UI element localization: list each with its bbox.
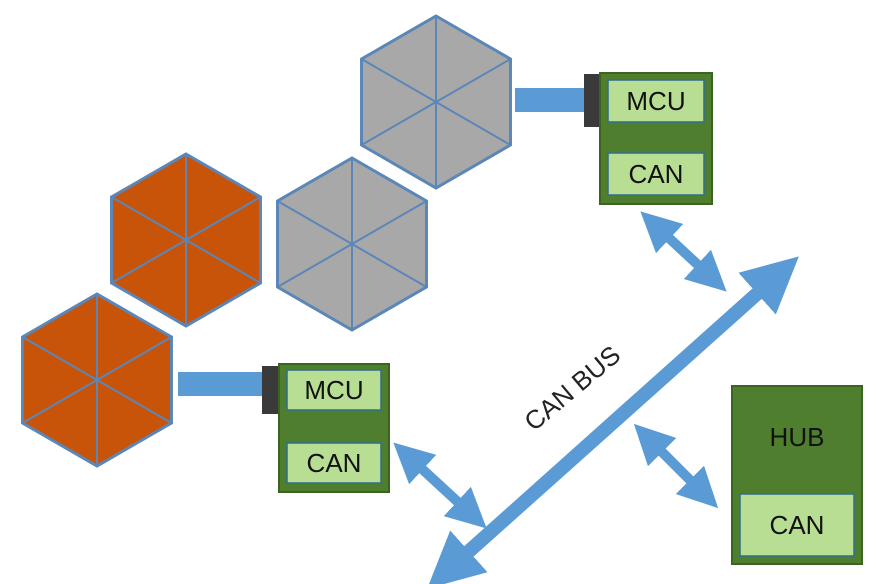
hub-module: HUB CAN	[731, 385, 863, 565]
hexagon-spoke	[277, 243, 353, 288]
top-can-label: CAN	[629, 159, 684, 189]
bottom-can-box	[286, 442, 382, 484]
can-bus-arrow	[427, 256, 799, 584]
hexagon-spoke	[96, 379, 172, 424]
hexagon-spoke	[351, 243, 427, 288]
hexagon-spoke	[111, 239, 187, 284]
hub-title: HUB	[770, 422, 825, 452]
hexagon-spoke	[277, 200, 353, 245]
hub-can-label: CAN	[770, 510, 825, 540]
top-mcu-label: MCU	[626, 86, 685, 116]
hexagon-spoke	[96, 336, 172, 381]
hexagon-spoke	[435, 58, 511, 103]
top-module-double-arrow-icon	[640, 211, 727, 292]
bottom-can-label: CAN	[307, 448, 362, 478]
hexagon-spoke	[185, 239, 261, 284]
bottom-node-module: MCU CAN	[278, 363, 390, 493]
hex-cell-orange-bottom	[21, 292, 173, 468]
hex-cell-gray-top	[360, 14, 512, 190]
bottom-module-double-arrow-icon	[393, 442, 487, 529]
hexagon-spoke	[351, 200, 427, 245]
hexagon-spoke	[22, 336, 98, 381]
hexagon-spoke	[361, 101, 437, 146]
hex-cell-orange-top	[110, 152, 262, 328]
hexagon-spoke	[361, 58, 437, 103]
hexagon-spoke	[435, 101, 511, 146]
hexagon-spoke	[111, 196, 187, 241]
top-can-box	[607, 152, 705, 196]
bottom-mcu-box	[286, 369, 382, 411]
bottom-module-connector	[262, 366, 280, 414]
top-module-connector	[584, 74, 600, 127]
hexagon-spoke	[22, 379, 98, 424]
top-mcu-box	[607, 79, 705, 123]
hex-cell-gray-middle	[276, 156, 428, 332]
hexagon-spoke	[185, 196, 261, 241]
hexagon-grid	[21, 14, 512, 468]
top-module-shaft	[515, 88, 587, 112]
top-node-module: MCU CAN	[599, 72, 713, 205]
bottom-mcu-label: MCU	[304, 375, 363, 405]
bottom-module-shaft	[178, 372, 270, 396]
hub-double-arrow-icon	[633, 423, 719, 509]
